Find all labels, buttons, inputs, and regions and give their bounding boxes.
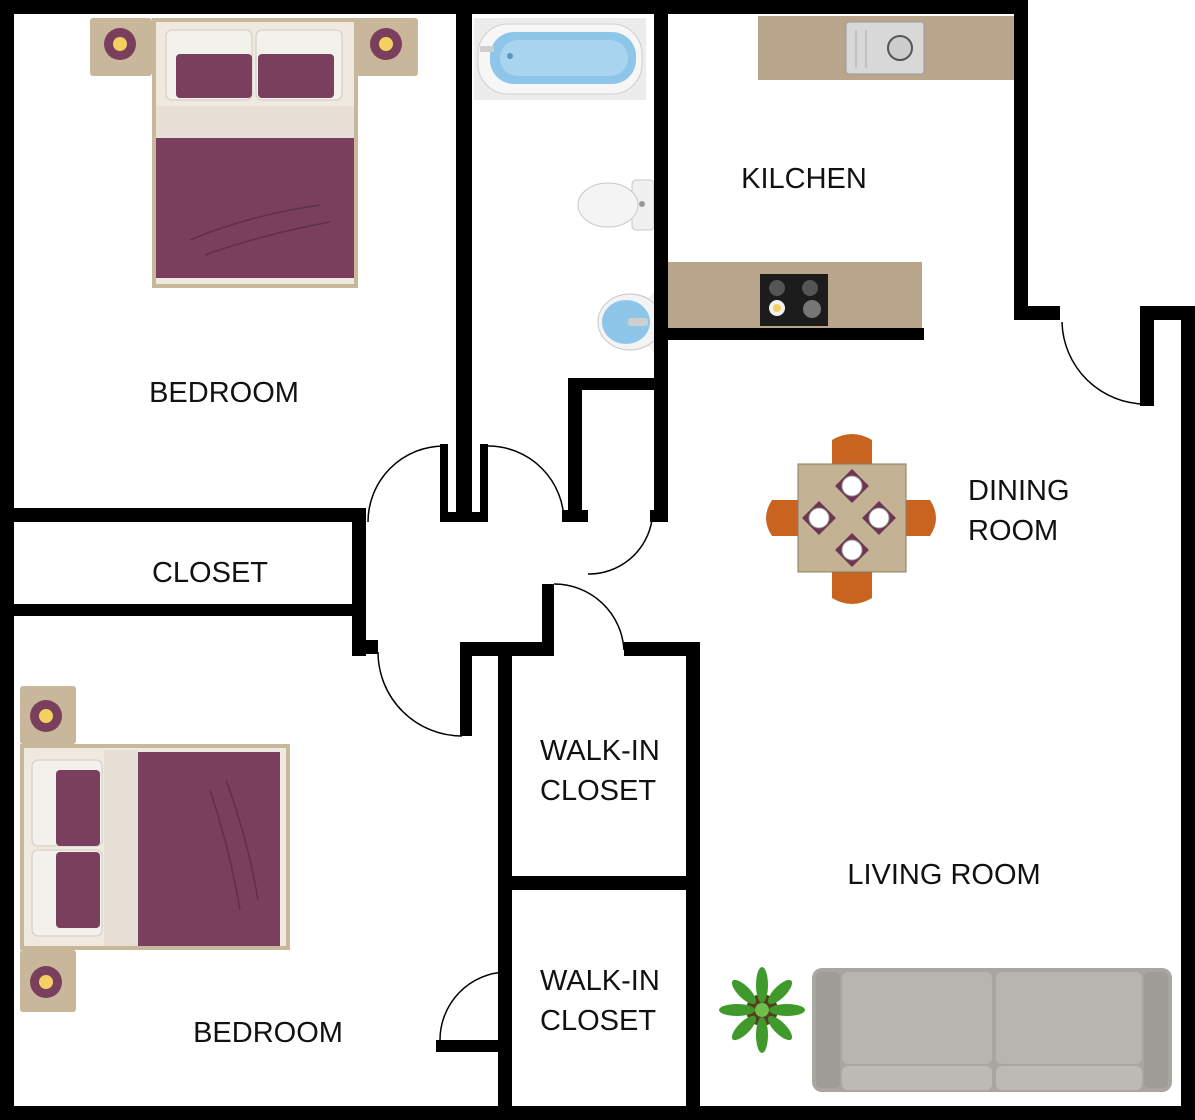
bathtub xyxy=(474,18,646,100)
sofa xyxy=(812,968,1172,1092)
room-label-living-room: LIVING ROOM xyxy=(847,859,1040,891)
nightstand-top-right xyxy=(356,18,418,76)
room-label-walkin-bottom-line2: CLOSET xyxy=(540,1005,656,1037)
room-label-dining-line2: ROOM xyxy=(968,515,1058,547)
kitchen-counter-bottom xyxy=(668,262,922,328)
room-label-closet: CLOSET xyxy=(152,557,268,589)
bathroom-sink xyxy=(597,292,663,352)
room-label-dining-line1: DINING xyxy=(968,475,1070,507)
room-label-walkin-bottom-line1: WALK-IN xyxy=(540,965,660,997)
room-label-walkin-top-line2: CLOSET xyxy=(540,775,656,807)
door-swings xyxy=(367,321,1147,1041)
bed-top xyxy=(152,18,358,288)
nightstand-bottom-bottom xyxy=(20,950,76,1012)
room-label-walkin-top-line1: WALK-IN xyxy=(540,735,660,767)
nightstand-bottom-top xyxy=(20,686,76,744)
kitchen-counter-top xyxy=(758,16,1014,80)
room-label-bedroom-bottom: BEDROOM xyxy=(193,1017,343,1049)
room-label-bedroom-top: BEDROOM xyxy=(149,377,299,409)
nightstand-top-left xyxy=(90,18,152,76)
potted-plant xyxy=(719,967,805,1053)
dining-set xyxy=(766,434,936,604)
room-label-kitchen: KILCHEN xyxy=(741,163,867,195)
toilet xyxy=(577,179,655,231)
bed-bottom xyxy=(20,744,290,950)
